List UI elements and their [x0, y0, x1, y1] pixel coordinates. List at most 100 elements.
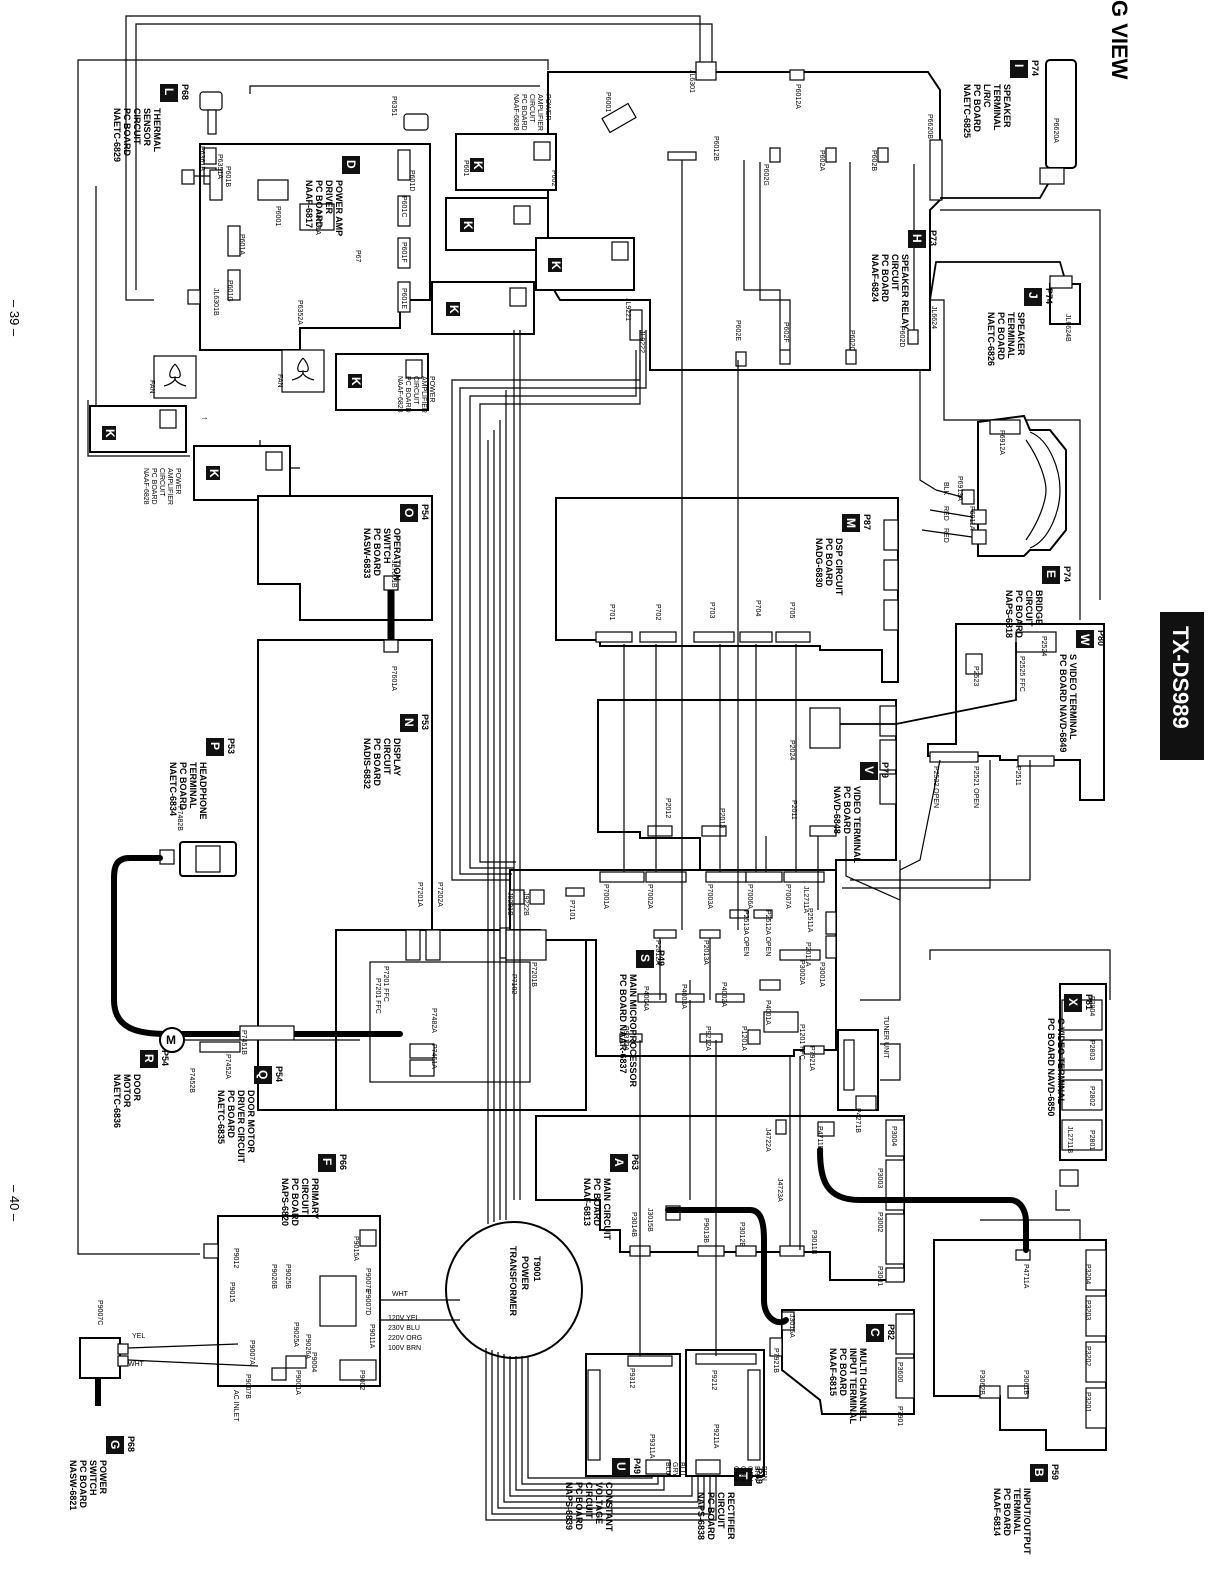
amp-board-description: AMPLIFIER — [166, 468, 173, 505]
connector-label: P602G — [762, 164, 769, 186]
board-description: NAPS-6838 — [696, 1492, 706, 1540]
board-description: SPEAKER RELAY — [900, 254, 910, 330]
connector-label: P9015A — [352, 1236, 359, 1261]
wire-color: YEL — [132, 1333, 145, 1340]
amp-tag-letter: K — [103, 429, 117, 438]
board-description: DOOR — [132, 1074, 142, 1102]
connector-label: P7482A — [430, 1008, 437, 1033]
connector-label: P2011 — [790, 800, 797, 820]
board-tag-letter: Q — [256, 1070, 270, 1079]
board-pin: P80 — [1096, 630, 1106, 646]
tap-label: 100V BRN — [388, 1345, 421, 1352]
connector-label: P2024 — [788, 740, 795, 760]
board-description: PC BOARD — [178, 762, 188, 811]
board-description: PC BOARD — [824, 538, 834, 587]
board-tag-letter: U — [614, 1462, 628, 1471]
board-description: NAETC-6836 — [112, 1074, 122, 1128]
board-description: PRIMARY — [310, 1178, 320, 1219]
board-tag-letter: X — [1066, 998, 1080, 1006]
connector-label: P3002A — [798, 960, 805, 985]
board-description: HEADPHONE — [198, 762, 208, 820]
board-description: PC BOARD — [706, 1492, 716, 1541]
board-tag-badge — [1042, 566, 1060, 584]
board-tag-badge — [1030, 1464, 1048, 1482]
board-pin: P54 — [274, 1066, 284, 1082]
board-tag-badge — [1076, 630, 1094, 648]
board-description: C VIDEO TERMINAL — [1056, 1018, 1066, 1105]
connector-label: P6001 — [604, 92, 611, 112]
page-title: G VIEW — [1107, 0, 1132, 80]
board-tag-letter: C — [868, 1328, 882, 1337]
board-u-constant-voltage — [585, 1353, 681, 1477]
board-tag-letter: S — [638, 954, 652, 962]
perimeter-wiring — [77, 15, 1111, 1300]
board-description: VOLTAGE — [594, 1482, 604, 1524]
board-description: DRIVER — [324, 180, 334, 215]
board-description: NAPS-6818 — [1004, 590, 1014, 638]
board-tag-letter: H — [910, 234, 924, 243]
fan-icon: FAN — [276, 349, 325, 393]
board-description: PC BOARD — [996, 312, 1006, 361]
connector-label: P2013A — [702, 940, 709, 965]
wire-color: WHT — [128, 1361, 145, 1368]
connector-label: P9312A — [622, 1026, 629, 1051]
board-tag-badge — [842, 514, 860, 532]
connector-label: P3011B — [810, 1230, 817, 1255]
connector-label: P9007B — [244, 1374, 251, 1399]
connector-label: P7451B — [240, 1030, 247, 1055]
fan-label: FAN — [276, 374, 283, 388]
connector-label: P2803 — [1088, 1040, 1095, 1060]
connector-label: P601F — [400, 242, 407, 263]
tuner-unit — [837, 1029, 901, 1111]
board-description: NAETC-6829 — [112, 108, 122, 162]
arrow-icon: ↑ — [200, 416, 210, 421]
board-pin: P74 — [1044, 288, 1054, 304]
connector-label: P2012A — [654, 940, 661, 965]
board-description: DOOR MOTOR — [246, 1090, 256, 1153]
board-description: SENSOR — [142, 108, 152, 147]
amp-tag-letter: K — [207, 469, 221, 478]
board-description: BRIDGE — [1034, 590, 1044, 625]
connector-label: P2524 — [1040, 636, 1047, 656]
board-description: DISPLAY — [392, 738, 402, 776]
board-pin: P49 — [754, 1468, 764, 1484]
connector-label: P9312 — [628, 1368, 635, 1388]
board-description: NAETC-6825 — [962, 84, 972, 138]
board-pin: P82 — [886, 1324, 896, 1340]
board-description: PC BOARD NAAR-6837 — [618, 974, 628, 1074]
board-description: NAVD-6848 — [832, 786, 842, 834]
connector-label: P2802 — [1088, 1086, 1095, 1106]
board-description: NASW-6821 — [68, 1460, 78, 1510]
board-tag-letter: M — [844, 518, 858, 528]
board-description: NADIS-6832 — [362, 738, 372, 789]
board-tag-letter: B — [1032, 1468, 1046, 1477]
board-description: PC BOARD — [78, 1460, 88, 1509]
amp-board-description: NAAF-6828 — [396, 376, 403, 413]
board-tag-badge — [636, 950, 654, 968]
connector-label: P601B — [224, 166, 231, 187]
connector-label: JL2711B — [1066, 1126, 1073, 1153]
board-s-main-microprocessor — [505, 869, 837, 1057]
connector-label: J3015A — [788, 1314, 795, 1338]
board-tag-badge — [106, 1436, 124, 1454]
board-description: PC BOARD — [122, 108, 132, 157]
amp-tag-badge — [470, 158, 484, 172]
connector-label: P2522 OPEN — [932, 766, 939, 808]
board-description: CIRCUIT — [716, 1492, 726, 1529]
board-tag-letter: F — [320, 1158, 334, 1165]
board-description: NAAF-6824 — [870, 254, 880, 302]
amp-board-description: AMPLIFIER — [420, 376, 427, 413]
connector-label: BLK — [942, 482, 949, 496]
board-description: NAPS-6820 — [280, 1178, 290, 1226]
tap-label: WHT — [392, 1291, 409, 1298]
connector-label: P3201 — [1084, 1392, 1091, 1412]
connector-label: P6911A — [968, 506, 975, 531]
board-tag-letter: E — [1044, 570, 1058, 578]
connector-label: P7452B — [188, 1068, 195, 1093]
connector-label: P7003A — [706, 884, 713, 909]
board-description: NASW-6833 — [362, 528, 372, 578]
board-description: THERMAL — [152, 108, 162, 152]
connector-label: P2525 FFC — [1018, 656, 1025, 692]
connector-label: P602 — [550, 170, 557, 186]
board-w-s-video-terminal — [809, 623, 1105, 801]
